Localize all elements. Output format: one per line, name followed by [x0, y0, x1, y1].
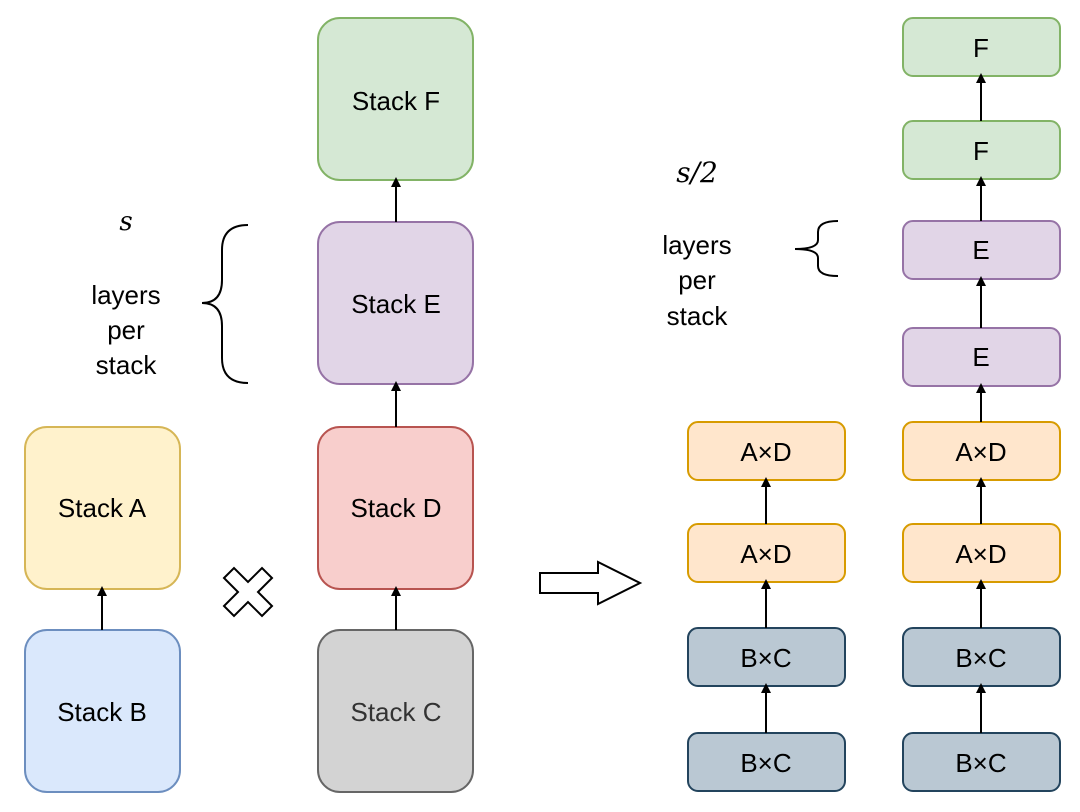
right-arrow-icon: [539, 560, 643, 606]
right-layers-text-line2: per: [678, 265, 716, 295]
col2-label-1: B×C: [955, 748, 1006, 778]
col2-label-6: E: [972, 235, 989, 265]
col1-bc-node-2: B×C: [687, 627, 846, 687]
col1-ad-node-2: A×D: [687, 421, 846, 481]
stack-a-node: Stack A: [24, 426, 181, 590]
left-brace: [201, 224, 249, 384]
col1-label-2: B×C: [740, 643, 791, 673]
col1-label-4: A×D: [740, 437, 791, 467]
stack-b-label: Stack B: [57, 697, 147, 727]
col2-label-8: F: [973, 33, 989, 63]
col1-label-1: B×C: [740, 748, 791, 778]
multiply-cross-icon: [222, 566, 274, 618]
stack-a-label: Stack A: [58, 493, 147, 523]
stack-c-node: Stack C: [317, 629, 474, 793]
stack-e-node: Stack E: [317, 221, 474, 385]
col2-label-4: A×D: [955, 437, 1006, 467]
stack-d-node: Stack D: [317, 426, 474, 590]
right-layers-text-line1: layers: [662, 230, 731, 260]
col2-label-3: A×D: [955, 539, 1006, 569]
layers-symbol-s: s: [119, 207, 132, 237]
layers-text-line3: stack: [96, 350, 158, 380]
col2-f-node-1: F: [902, 120, 1061, 180]
col2-ad-node-1: A×D: [902, 523, 1061, 583]
col2-bc-node-2: B×C: [902, 627, 1061, 687]
stack-d-label: Stack D: [350, 493, 441, 523]
col1-label-3: A×D: [740, 539, 791, 569]
col1-bc-node-1: B×C: [687, 732, 846, 792]
col2-e-node-2: E: [902, 220, 1061, 280]
stack-b-node: Stack B: [24, 629, 181, 793]
stack-f-label: Stack F: [352, 86, 440, 116]
layers-text-line1: layers: [91, 280, 160, 310]
col2-label-5: E: [972, 342, 989, 372]
col2-label-2: B×C: [955, 643, 1006, 673]
stack-f-node: Stack F: [317, 17, 474, 181]
col2-bc-node-1: B×C: [902, 732, 1061, 792]
stack-e-label: Stack E: [351, 289, 441, 319]
right-brace: [794, 220, 839, 277]
col1-ad-node-1: A×D: [687, 523, 846, 583]
stack-c-label: Stack C: [350, 697, 441, 727]
layers-symbol-s-half: s/2: [676, 156, 718, 189]
layers-text-line2: per: [107, 315, 145, 345]
col2-e-node-1: E: [902, 327, 1061, 387]
col2-label-7: F: [973, 136, 989, 166]
right-layers-text-line3: stack: [667, 301, 729, 331]
col2-f-node-2: F: [902, 17, 1061, 77]
col2-ad-node-2: A×D: [902, 421, 1061, 481]
